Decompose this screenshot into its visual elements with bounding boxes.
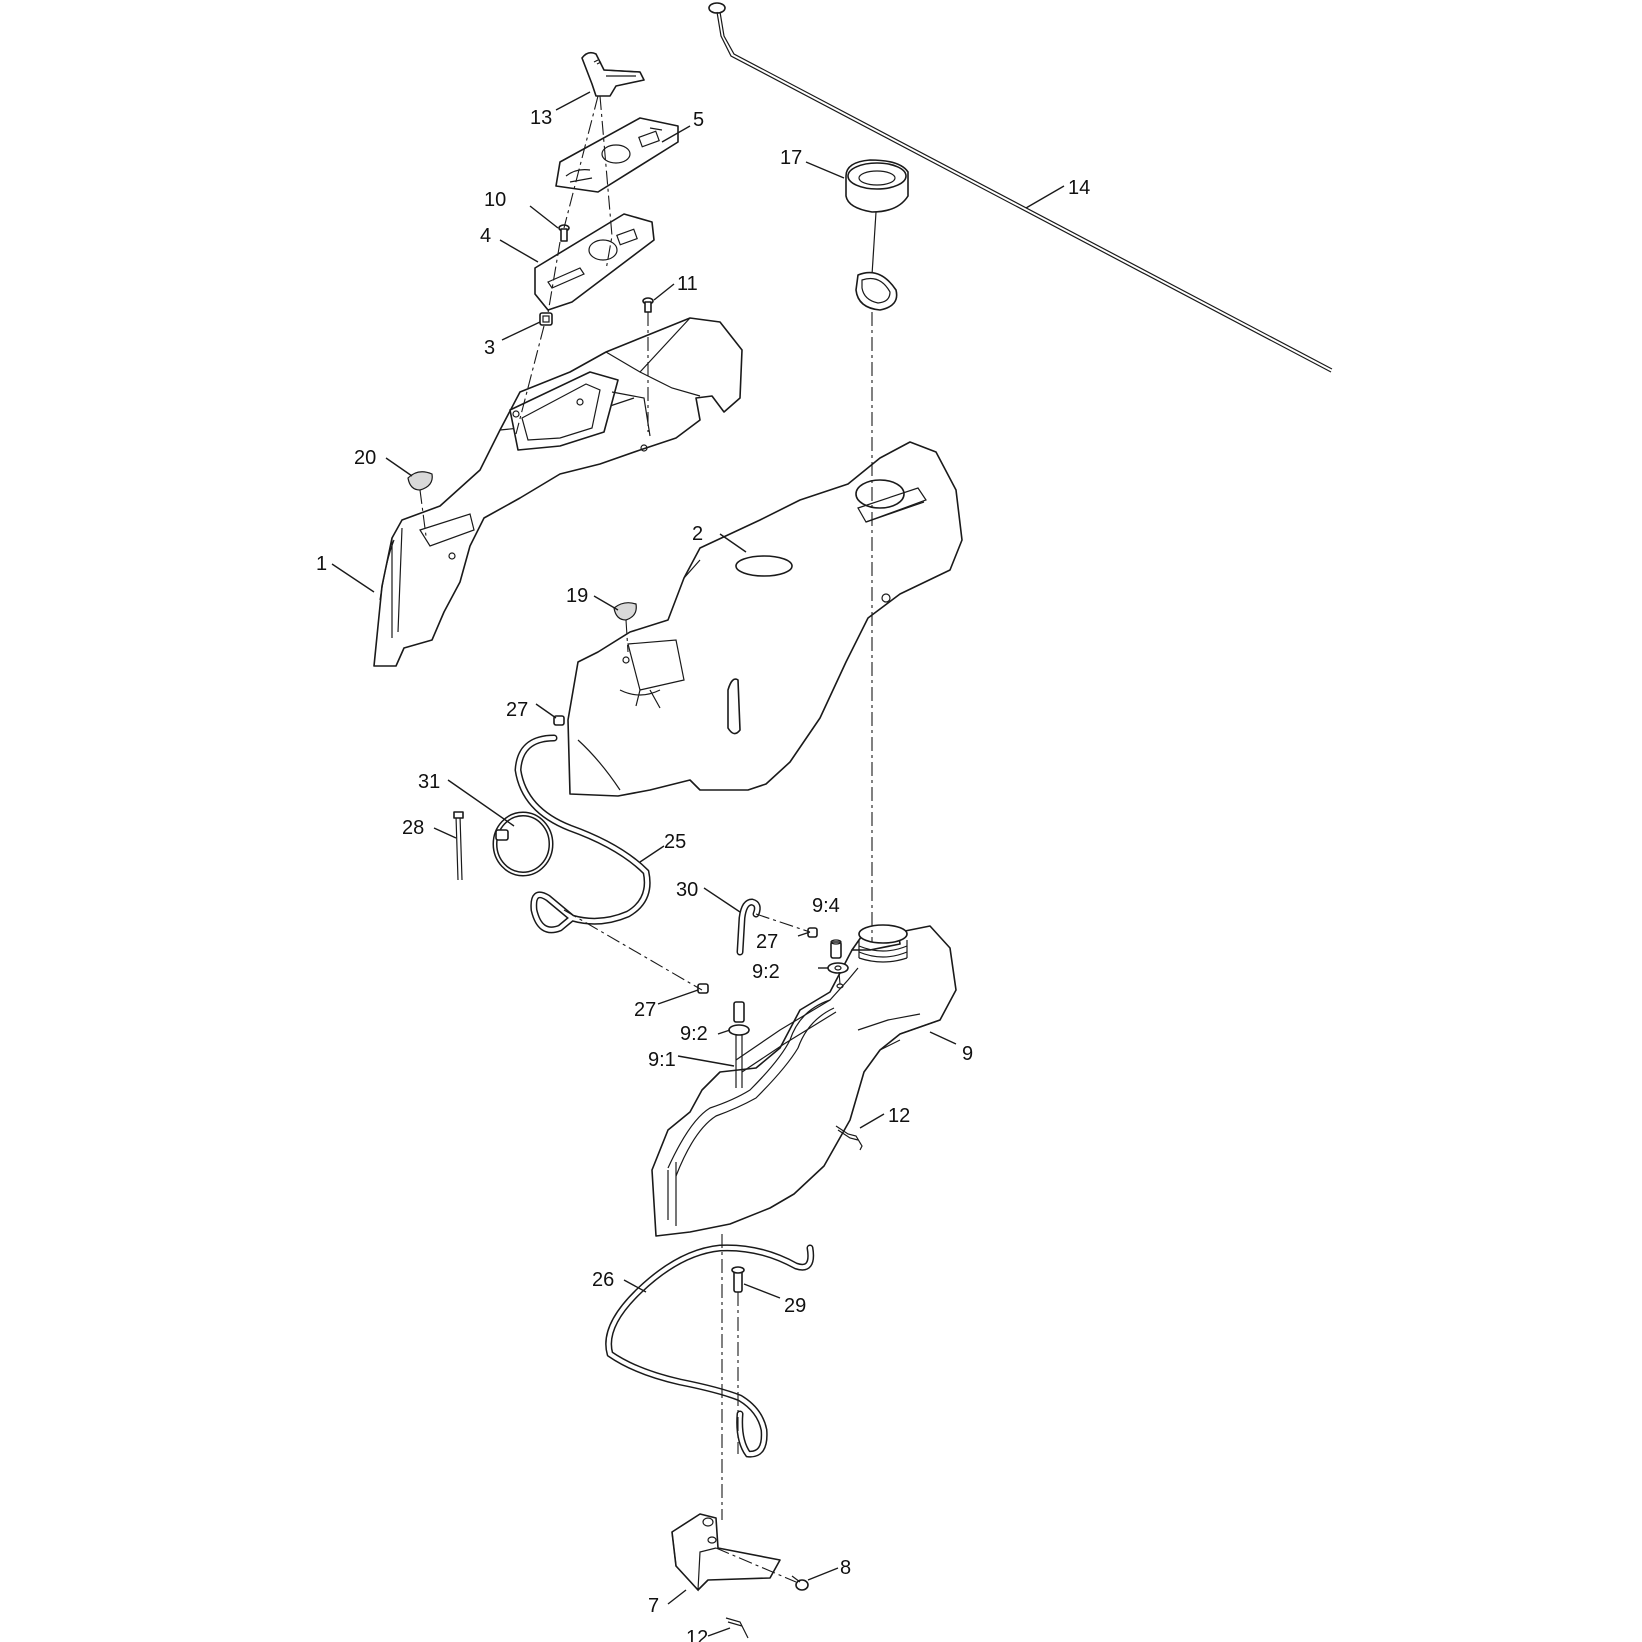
part-hose-25 xyxy=(514,734,651,934)
callout-17: 17 xyxy=(780,147,802,169)
callout-4: 4 xyxy=(480,225,491,247)
part-fitting-29 xyxy=(731,1266,745,1293)
leader-lines xyxy=(331,91,1065,1637)
part-fasteners-upper xyxy=(539,224,654,326)
part-cable-tie xyxy=(453,811,464,881)
part-tank-cover xyxy=(567,441,963,797)
callout-29: 29 xyxy=(784,1295,806,1317)
callout-1: 1 xyxy=(316,553,327,575)
part-clamp xyxy=(492,811,554,877)
callout-13: 13 xyxy=(530,107,552,129)
callout-3: 3 xyxy=(484,337,495,359)
part-rod xyxy=(708,2,1333,373)
callout-27c: 27 xyxy=(634,999,656,1021)
part-hose-30 xyxy=(736,898,761,956)
callout-8: 8 xyxy=(840,1557,851,1579)
callout-7: 7 xyxy=(648,1595,659,1617)
callout-27b: 27 xyxy=(756,931,778,953)
callout-9-1: 9:1 xyxy=(648,1049,676,1071)
callout-14: 14 xyxy=(1068,177,1090,199)
part-decal-plate xyxy=(555,117,679,193)
callout-25: 25 xyxy=(664,831,686,853)
part-hose-26 xyxy=(605,1244,815,1458)
callout-9: 9 xyxy=(962,1043,973,1065)
callout-26: 26 xyxy=(592,1269,614,1291)
callout-31: 31 xyxy=(418,771,440,793)
part-fuel-tank xyxy=(651,924,957,1237)
part-console-cover xyxy=(373,317,743,667)
part-screw xyxy=(791,1575,809,1591)
callout-12a: 12 xyxy=(888,1105,910,1127)
callout-9-2a: 9:2 xyxy=(752,961,780,983)
callout-2: 2 xyxy=(692,523,703,545)
part-cover-plate xyxy=(534,213,655,311)
callout-9-2b: 9:2 xyxy=(680,1023,708,1045)
part-lever xyxy=(581,51,645,97)
callout-28: 28 xyxy=(402,817,424,839)
callout-27a: 27 xyxy=(506,699,528,721)
callout-9-4: 9:4 xyxy=(812,895,840,917)
part-small-decals xyxy=(407,471,637,621)
part-tank-fittings xyxy=(728,939,849,1088)
callout-30: 30 xyxy=(676,879,698,901)
callout-10: 10 xyxy=(484,189,506,211)
assembly-lines xyxy=(419,95,873,1583)
part-fuel-cap xyxy=(845,159,909,311)
callouts: 13 5 10 4 11 3 20 1 17 14 2 19 27 31 28 … xyxy=(316,107,1090,1642)
callout-12b: 12 xyxy=(686,1627,708,1642)
callout-11: 11 xyxy=(677,273,698,295)
part-clips xyxy=(725,1125,863,1639)
callout-5: 5 xyxy=(693,109,704,131)
callout-20: 20 xyxy=(354,447,376,469)
callout-19: 19 xyxy=(566,585,588,607)
part-nuts xyxy=(553,715,818,994)
